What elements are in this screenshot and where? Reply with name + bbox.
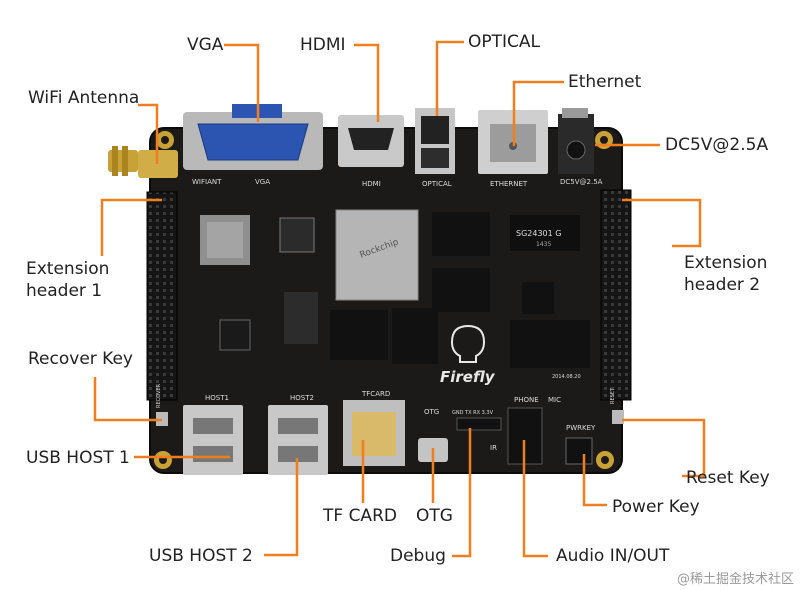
label-extension-header-1: Extension header 1 (26, 259, 110, 301)
dc-power-jack (558, 108, 594, 174)
label-ethernet: Ethernet (568, 72, 642, 92)
silk-tfcard: TFCARD (361, 390, 390, 398)
label-reset-key: Reset Key (686, 468, 770, 488)
optical-port (415, 108, 455, 174)
board-chips (200, 209, 590, 368)
label-optical: OPTICAL (468, 32, 541, 52)
silk-optical: OPTICAL (422, 180, 452, 188)
silk-dc5v: DC5V@2.5A (560, 178, 603, 186)
label-power-key: Power Key (612, 497, 700, 517)
label-usb-host-1: USB HOST 1 (26, 448, 130, 468)
silk-pwrkey: PWRKEY (566, 424, 596, 432)
label-audio: Audio IN/OUT (556, 546, 670, 566)
silk-chip-sg: SG24301 G (516, 229, 561, 238)
brand-logo: Firefly (440, 368, 496, 386)
silk-vga: VGA (255, 178, 270, 186)
silk-hdmi: HDMI (362, 180, 381, 188)
vga-port (183, 104, 323, 170)
silk-otg: OTG (424, 408, 439, 416)
silk-host1: HOST1 (205, 394, 229, 402)
usb-host-1-port (183, 405, 243, 475)
label-vga: VGA (187, 35, 224, 55)
silk-chip-sg-sub: 1435 (536, 241, 551, 248)
label-recover-key: Recover Key (28, 349, 133, 369)
silk-ethernet: ETHERNET (490, 180, 528, 188)
extension-header-1-pins (146, 191, 178, 401)
silk-phone: PHONE (514, 396, 539, 404)
debug-header (456, 417, 502, 431)
power-key-switch (565, 437, 593, 465)
leader-lines (93, 40, 706, 558)
usb-host-2-port (268, 405, 328, 475)
hdmi-port (338, 115, 404, 167)
extension-header-2-pins (600, 189, 632, 401)
label-wifi-antenna: WiFi Antenna (28, 88, 140, 108)
silk-reset: RESET (610, 387, 616, 404)
wifi-antenna-connector (108, 146, 178, 178)
silk-recover: RECOVER (156, 383, 162, 408)
reset-key-switch (612, 410, 624, 424)
label-hdmi: HDMI (300, 35, 346, 55)
silk-wifiant: WIFIANT (192, 178, 222, 186)
tf-card-slot (343, 400, 405, 466)
firefly-bulb-icon (450, 324, 486, 363)
label-otg: OTG (416, 506, 453, 526)
watermark: @稀土掘金技术社区 (676, 572, 794, 587)
silk-mic: MIC (548, 396, 561, 404)
label-usb-host-2: USB HOST 2 (149, 546, 253, 566)
label-debug: Debug (390, 546, 446, 566)
label-extension-header-2: Extension header 2 (684, 253, 768, 295)
silk-host2: HOST2 (290, 394, 314, 402)
label-dc5v: DC5V@2.5A (665, 135, 769, 155)
silk-debug-pins: GND TX RX 3.3V (452, 410, 494, 416)
silk-date: 2014.08.20 (552, 374, 581, 380)
label-tf-card: TF CARD (323, 506, 397, 526)
silk-ir: IR (490, 444, 497, 452)
